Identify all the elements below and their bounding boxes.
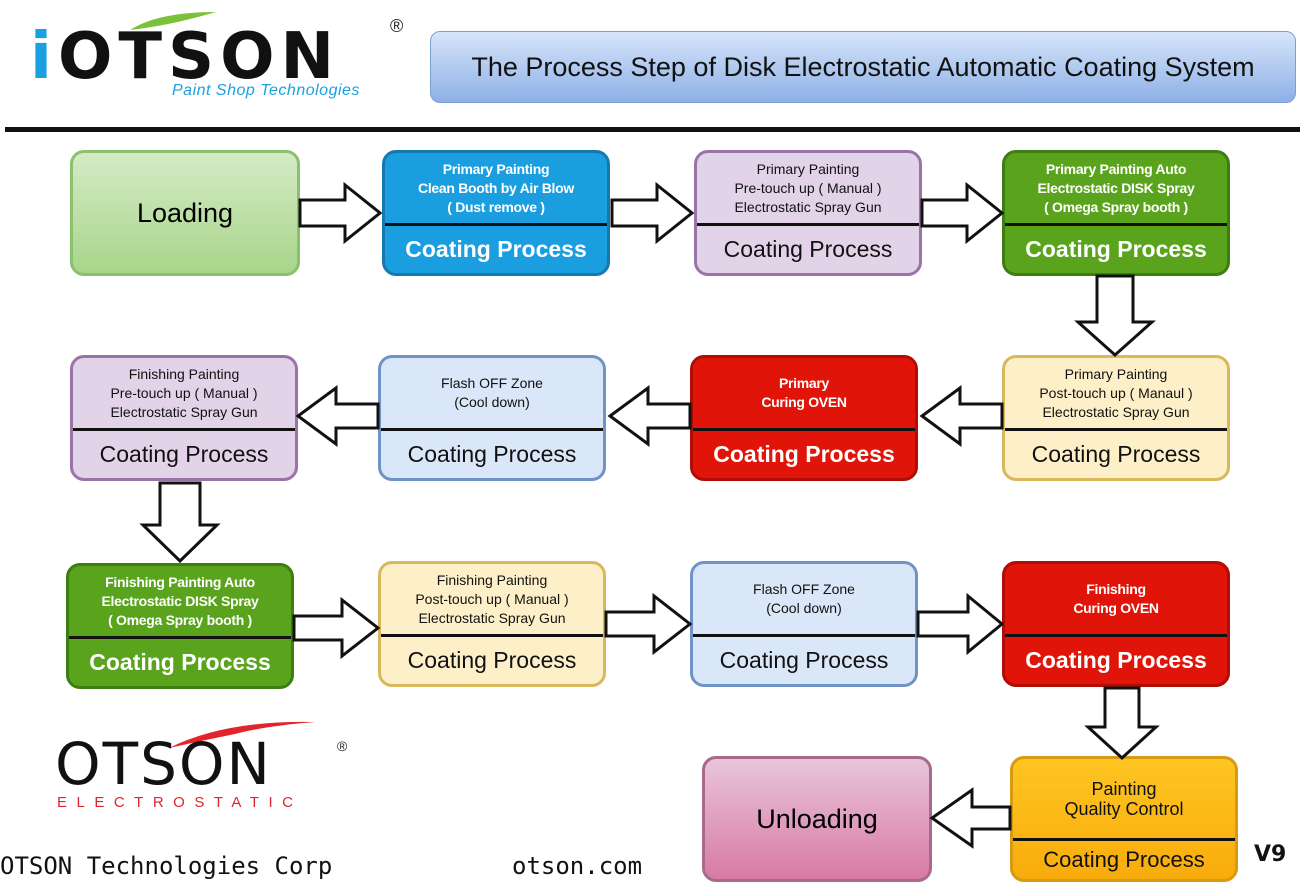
step-title: Primary Painting Post-touch up ( Manaul … [1005,358,1227,431]
step-footer: Coating Process [713,441,895,467]
step-title: Painting Quality Control [1013,759,1235,841]
version-label: V9 [1254,842,1287,867]
step-title: Finishing Curing OVEN [1005,564,1227,637]
step-title: Primary Painting Clean Booth by Air Blow… [385,153,607,226]
step-footer: Coating Process [99,441,269,467]
step-title: Finishing Painting Auto Electrostatic DI… [69,566,291,639]
step-footer: Coating Process [1025,236,1207,262]
page-title: The Process Step of Disk Electrostatic A… [430,31,1296,103]
arrow-down-icon [1074,274,1156,358]
step-loading[interactable]: Loading [70,150,300,276]
otson-electrostatic-logo: OTSON ® ELECTROSTATIC [55,721,355,812]
step-primary-oven[interactable]: Primary Curing OVEN Coating Process [690,355,918,481]
step-title: Finishing Painting Pre-touch up ( Manual… [73,358,295,431]
step-footer: Coating Process [1025,647,1207,673]
arrow-left-icon [295,385,380,447]
step-flash-off-2[interactable]: Flash OFF Zone (Cool down) Coating Proces… [690,561,918,687]
step-footer: Coating Process [407,647,577,673]
arrow-right-icon [920,181,1005,245]
step-finishing-auto[interactable]: Finishing Painting Auto Electrostatic DI… [66,563,294,689]
arrow-right-icon [292,596,381,660]
step-title: Primary Painting Pre-touch up ( Manual )… [697,153,919,226]
logo-subtitle: ELECTROSTATIC [57,794,303,811]
step-title: Flash OFF Zone (Cool down) [381,358,603,431]
step-primary-pretouch[interactable]: Primary Painting Pre-touch up ( Manual )… [694,150,922,276]
step-finishing-oven[interactable]: Finishing Curing OVEN Coating Process [1002,561,1230,687]
arrow-right-icon [916,592,1005,656]
registered-mark: ® [337,738,348,754]
arrow-right-icon [298,181,383,245]
header-divider [5,127,1300,132]
arrow-down-icon [139,481,221,564]
logo-wordmark: iOTSON [30,22,340,92]
logo-i: i [30,20,58,94]
step-footer: Coating Process [1031,441,1201,467]
arrow-left-icon [929,787,1012,849]
step-footer: Coating Process [719,647,889,673]
arrow-right-icon [604,592,693,656]
logo-word: OTSON [55,730,272,798]
step-unloading[interactable]: Unloading [702,756,932,882]
arrow-left-icon [919,385,1004,447]
step-flash-off-1[interactable]: Flash OFF Zone (Cool down) Coating Proces… [378,355,606,481]
company-name: OTSON Technologies Corp [0,852,333,880]
arrow-left-icon [607,385,692,447]
step-title: Primary Curing OVEN [693,358,915,431]
step-finishing-pretouch[interactable]: Finishing Painting Pre-touch up ( Manual… [70,355,298,481]
step-label: Unloading [756,803,878,834]
step-primary-clean[interactable]: Primary Painting Clean Booth by Air Blow… [382,150,610,276]
registered-mark: ® [390,16,404,36]
leaf-icon [130,12,216,30]
step-footer: Coating Process [407,441,577,467]
logo-tagline: Paint Shop Technologies [172,82,360,99]
step-label: Loading [136,197,234,228]
step-primary-auto[interactable]: Primary Painting Auto Electrostatic DISK… [1002,150,1230,276]
logo-word: OTSON [57,20,341,94]
step-footer: Coating Process [1043,847,1205,872]
arrow-down-icon [1084,686,1160,761]
iotson-logo: iOTSON ® Paint Shop Technologies [30,10,420,105]
website-link[interactable]: otson.com [512,852,643,880]
step-footer: Coating Process [89,649,271,675]
arrow-right-icon [610,181,695,245]
step-primary-posttouch[interactable]: Primary Painting Post-touch up ( Manaul … [1002,355,1230,481]
step-finishing-posttouch[interactable]: Finishing Painting Post-touch up ( Manua… [378,561,606,687]
swoosh-icon [169,721,315,748]
step-footer: Coating Process [723,236,893,262]
step-footer: Coating Process [405,236,587,262]
step-title: Primary Painting Auto Electrostatic DISK… [1005,153,1227,226]
step-title: Finishing Painting Post-touch up ( Manua… [381,564,603,637]
step-title: Flash OFF Zone (Cool down) [693,564,915,637]
